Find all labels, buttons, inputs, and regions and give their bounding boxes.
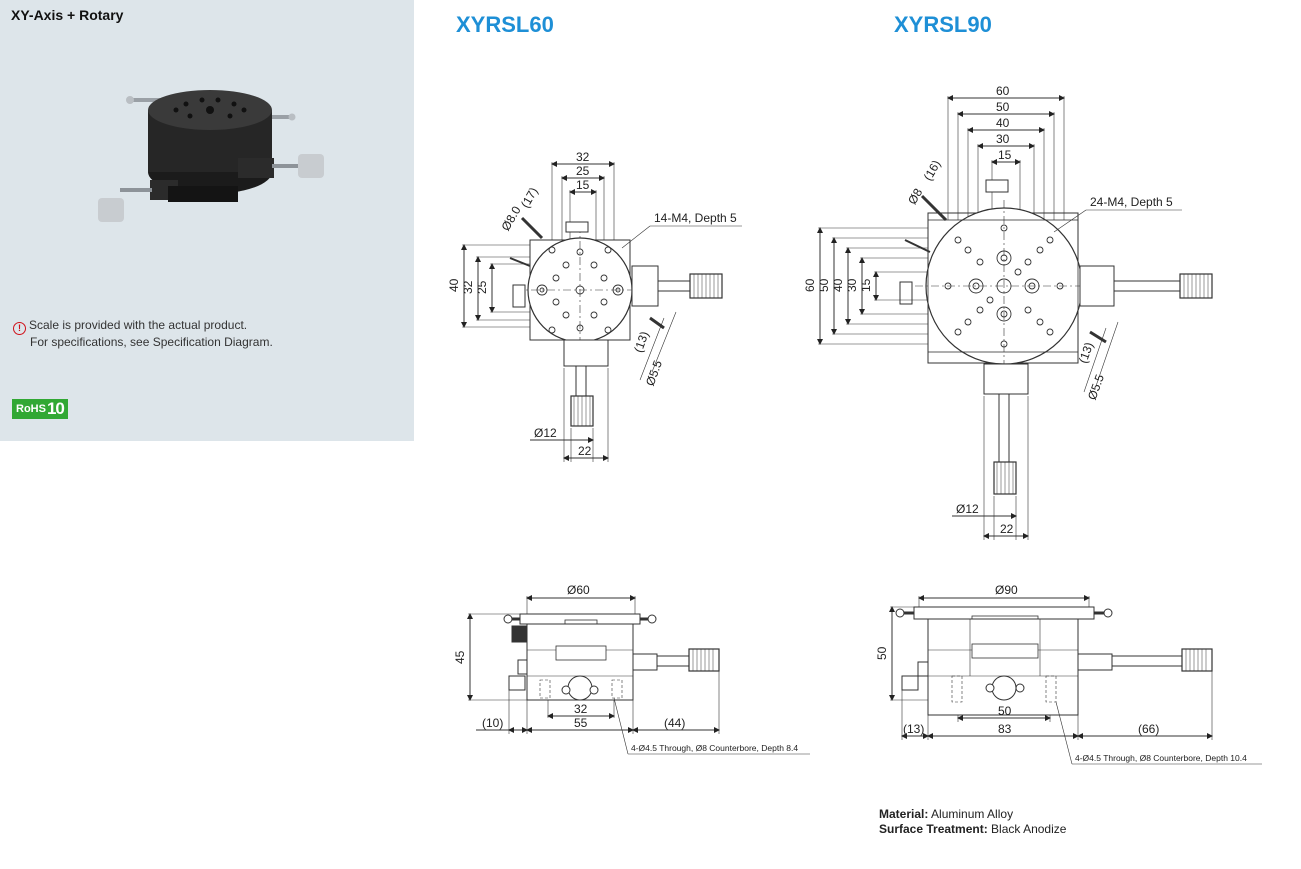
product-panel: XY-Axis + Rotary !Scale is provided [0, 0, 414, 441]
xyrsl90-side-view [889, 595, 1262, 765]
dim-90-v30: 30 [845, 278, 859, 292]
dim-60-counterbore: 4-Ø4.5 Through, Ø8 Counterbore, Depth 8.… [631, 743, 798, 753]
material-value: Aluminum Alloy [931, 807, 1014, 821]
dim-60-v32: 32 [461, 280, 475, 294]
dim-60-25: 25 [576, 164, 590, 178]
surface-label: Surface Treatment: [879, 822, 988, 836]
note-line-1: Scale is provided with the actual produc… [29, 318, 248, 332]
dim-60-b10: (10) [482, 716, 503, 730]
scale-note: !Scale is provided with the actual produ… [13, 318, 273, 350]
dim-90-16: (16) [921, 158, 944, 183]
dim-60-b55: 55 [574, 716, 588, 730]
product-photo [98, 90, 324, 222]
dim-60-h45: 45 [453, 650, 467, 664]
rohs-label: RoHS [16, 403, 46, 415]
dim-90-22: 22 [1000, 522, 1014, 536]
dim-90-b13: (13) [903, 722, 924, 736]
dim-60-17: (17) [518, 185, 541, 210]
model-title-xyrsl90: XYRSL90 [894, 12, 992, 37]
dim-90-v60: 60 [803, 278, 817, 292]
dim-60-v25: 25 [475, 280, 489, 294]
dim-90-v50: 50 [817, 278, 831, 292]
xyrsl60-side-view [467, 595, 810, 755]
dim-90-b50: 50 [998, 704, 1012, 718]
dim-90-40: 40 [996, 116, 1010, 130]
dim-90-15: 15 [998, 148, 1012, 162]
xyrsl90-top-view [817, 95, 1213, 540]
dim-90-30: 30 [996, 132, 1010, 146]
dim-90-holes: 24-M4, Depth 5 [1090, 195, 1173, 209]
dim-60-b44: (44) [664, 716, 685, 730]
dim-90-60: 60 [996, 84, 1010, 98]
dim-60-15: 15 [576, 178, 590, 192]
dim-60-22: 22 [578, 444, 592, 458]
dim-90-phi90: Ø90 [995, 583, 1018, 597]
dim-90-v40: 40 [831, 278, 845, 292]
material-label: Material: [879, 807, 929, 821]
dim-60-v40: 40 [447, 278, 461, 292]
dim-90-phi12: Ø12 [956, 502, 979, 516]
xyrsl60-side-labels: Ø60 45 32 (10) 55 (44) 4-Ø4.5 Through, Ø… [453, 583, 798, 753]
dim-90-phi8: Ø8 [905, 186, 925, 207]
dim-60-32: 32 [576, 150, 590, 164]
dim-60-phi55: Ø5.5 [643, 358, 665, 388]
dim-90-b83: 83 [998, 722, 1012, 736]
dim-60-holes: 14-M4, Depth 5 [654, 211, 737, 225]
rohs-badge: RoHS 10 [12, 399, 68, 419]
dim-90-v15: 15 [859, 278, 873, 292]
dim-90-13: (13) [1076, 340, 1096, 365]
model-title-xyrsl60: XYRSL60 [456, 12, 554, 37]
dim-90-50: 50 [996, 100, 1010, 114]
dim-60-13: (13) [631, 330, 651, 355]
panel-title: XY-Axis + Rotary [11, 7, 124, 23]
material-spec: Material: Aluminum Alloy Surface Treatme… [879, 807, 1066, 837]
dim-90-h50: 50 [875, 646, 889, 660]
xyrsl90-side-labels: Ø90 50 50 (13) 83 (66) 4-Ø4.5 Through, Ø… [875, 583, 1247, 763]
dim-90-phi55: Ø5.5 [1085, 372, 1107, 402]
dim-60-phi12: Ø12 [534, 426, 557, 440]
dim-90-b66: (66) [1138, 722, 1159, 736]
note-line-2: For specifications, see Specification Di… [30, 335, 273, 349]
dim-90-counterbore: 4-Ø4.5 Through, Ø8 Counterbore, Depth 10… [1075, 753, 1247, 763]
xyrsl60-top-view [461, 161, 742, 462]
surface-value: Black Anodize [991, 822, 1067, 836]
dim-60-phi60: Ø60 [567, 583, 590, 597]
dim-60-b32: 32 [574, 702, 588, 716]
rohs-number: 10 [46, 399, 65, 418]
dim-60-phi8: Ø8.0 [499, 203, 524, 233]
